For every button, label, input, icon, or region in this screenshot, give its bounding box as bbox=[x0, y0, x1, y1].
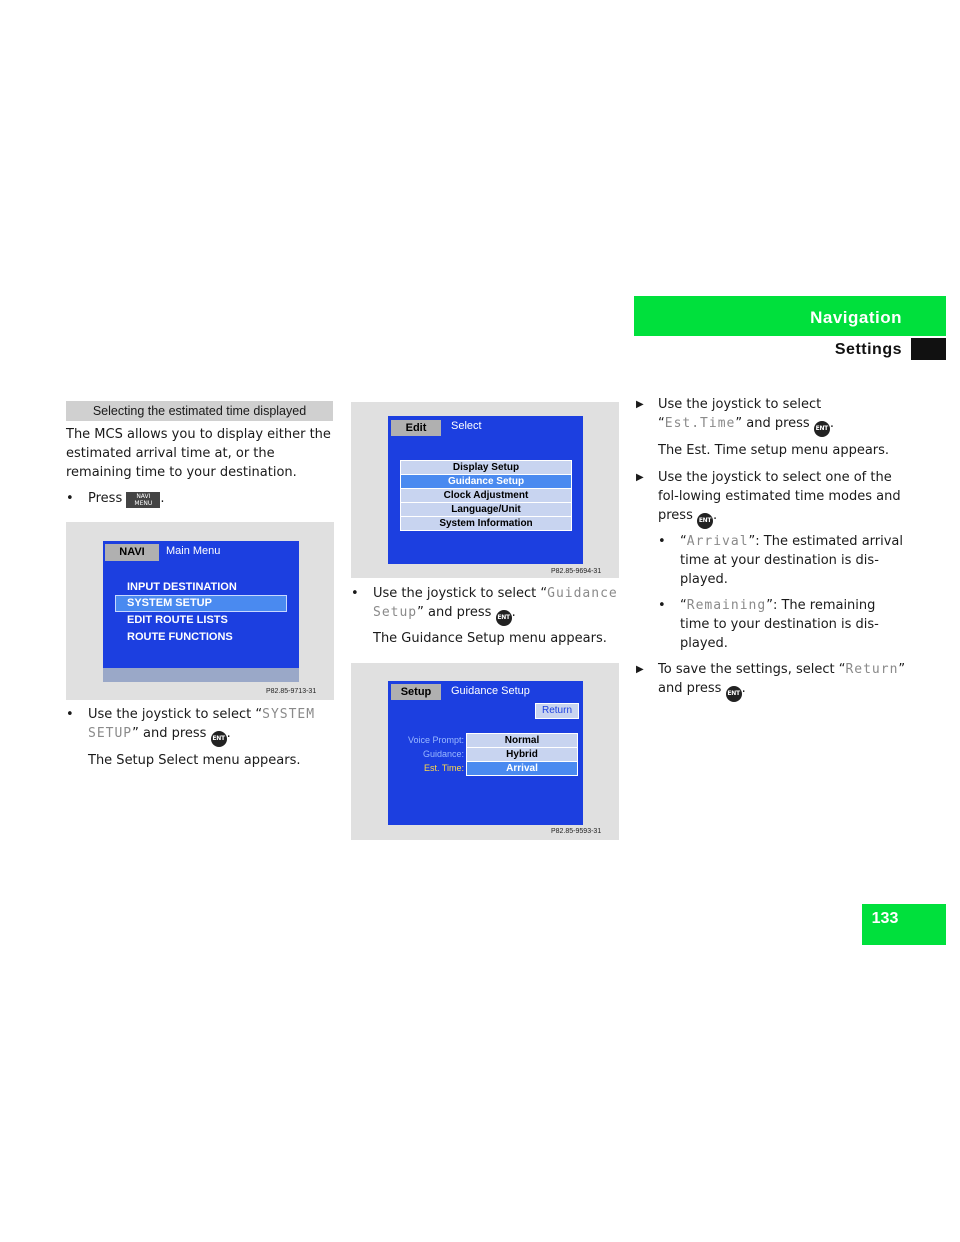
setting-value-selected: Arrival bbox=[466, 761, 578, 776]
menu-item: Display Setup bbox=[400, 460, 572, 475]
setting-label: Guidance: bbox=[422, 749, 464, 759]
menu-item-selected: SYSTEM SETUP bbox=[127, 597, 212, 609]
page-number-box bbox=[862, 904, 946, 945]
ent-button-icon: ENT bbox=[697, 513, 713, 529]
display-screen: Setup Guidance Setup Return Voice Prompt… bbox=[388, 681, 583, 825]
step-select-est-time: ▶ Use the joystick to select “Est.Time” … bbox=[636, 395, 908, 437]
page-number: 133 bbox=[871, 910, 899, 927]
arrow-bullet-icon: ▶ bbox=[636, 472, 644, 483]
step-select-mode: ▶ Use the joystick to select one of the … bbox=[636, 468, 908, 529]
setting-value: Normal bbox=[466, 733, 578, 748]
figure-reference: P82.85-9593-31 bbox=[551, 828, 602, 835]
screenshot-main-menu: NAVI Main Menu INPUT DESTINATION SYSTEM … bbox=[66, 522, 334, 700]
result-est-time: The Est. Time setup menu appears. bbox=[658, 443, 890, 458]
return-button: Return bbox=[535, 703, 579, 719]
arrow-bullet-icon: ▶ bbox=[636, 399, 644, 410]
screen-title: Main Menu bbox=[166, 545, 221, 557]
result-setup-select: The Setup Select menu appears. bbox=[88, 753, 301, 768]
ent-button-icon: ENT bbox=[495, 610, 512, 626]
bullet: • bbox=[658, 598, 666, 613]
arrow-bullet-icon: ▶ bbox=[636, 664, 644, 675]
bullet: • bbox=[658, 534, 666, 549]
bullet: • bbox=[351, 586, 359, 601]
ent-button-icon: ENT bbox=[210, 731, 227, 747]
chapter-title: Navigation bbox=[810, 308, 902, 327]
step-text: Press bbox=[88, 491, 123, 506]
display-screen: NAVI Main Menu INPUT DESTINATION SYSTEM … bbox=[103, 541, 299, 668]
setting-label: Voice Prompt: bbox=[407, 735, 464, 745]
section-title: Settings bbox=[834, 341, 902, 358]
ent-button-icon: ENT bbox=[725, 686, 742, 702]
display-screen: Edit Select Display Setup Guidance Setup… bbox=[388, 416, 583, 564]
menu-item-selected: Guidance Setup bbox=[400, 474, 572, 489]
tab-navi: NAVI bbox=[105, 544, 159, 561]
tab-setup: Setup bbox=[391, 684, 441, 700]
tab-edit: Edit bbox=[391, 420, 441, 436]
section-heading: Selecting the estimated time displayed bbox=[66, 401, 333, 421]
menu-item: Clock Adjustment bbox=[400, 488, 572, 503]
menu-item: System Information bbox=[400, 516, 572, 531]
setting-label-selected: Est. Time: bbox=[423, 763, 464, 773]
menu-item: ROUTE FUNCTIONS bbox=[127, 631, 233, 643]
step-select-guidance-setup: • Use the joystick to select “Guidance S… bbox=[351, 584, 626, 626]
result-guidance-setup: The Guidance Setup menu appears. bbox=[373, 631, 607, 646]
screen-title: Guidance Setup bbox=[451, 685, 530, 697]
screen-bottom-bar bbox=[103, 668, 299, 682]
setting-value: Hybrid bbox=[466, 747, 578, 762]
figure-reference: P82.85-9713-31 bbox=[266, 688, 317, 695]
figure-reference: P82.85-9694-31 bbox=[551, 568, 602, 575]
menu-item: Language/Unit bbox=[400, 502, 572, 517]
menu-selection-highlight bbox=[115, 595, 287, 612]
screenshot-setup-select: Edit Select Display Setup Guidance Setup… bbox=[351, 402, 619, 578]
screen-title: Select bbox=[451, 420, 482, 432]
ent-button-icon: ENT bbox=[813, 421, 830, 437]
mode-arrival: • “Arrival”: The estimated arrival time … bbox=[658, 534, 904, 587]
mode-remaining: • “Remaining”: The remaining time to you… bbox=[658, 598, 879, 651]
intro-paragraph: The MCS allows you to display either the… bbox=[66, 427, 331, 480]
section-tab-marker bbox=[911, 338, 946, 360]
step-save-settings: ▶ To save the settings, select “Return” … bbox=[636, 660, 908, 702]
menu-item: EDIT ROUTE LISTS bbox=[127, 614, 228, 626]
screenshot-guidance-setup: Setup Guidance Setup Return Voice Prompt… bbox=[351, 663, 619, 840]
header-bar bbox=[634, 296, 946, 336]
menu-item: INPUT DESTINATION bbox=[127, 581, 237, 593]
bullet: • bbox=[66, 491, 74, 506]
bullet: • bbox=[66, 707, 74, 722]
step-select-system-setup: • Use the joystick to select “SYSTEM SET… bbox=[66, 705, 341, 747]
